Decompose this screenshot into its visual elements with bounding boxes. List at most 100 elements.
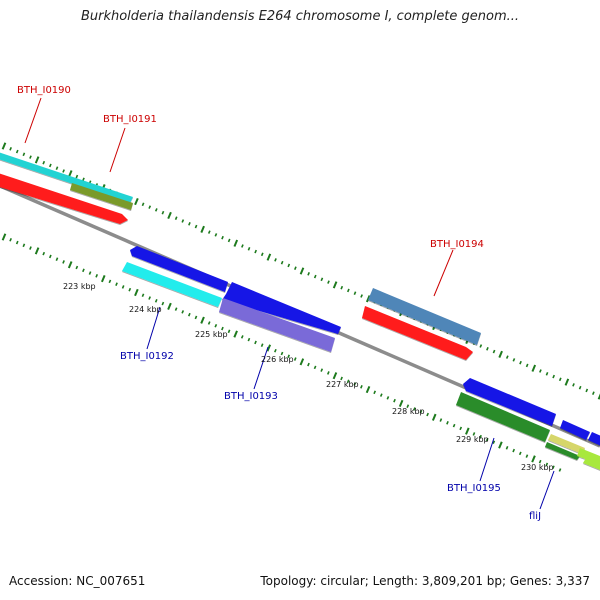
inner-tick-mark: [431, 413, 437, 421]
inner-tick-mark: [419, 409, 423, 414]
gene-green-small[interactable]: [545, 442, 580, 460]
inner-tick-mark: [512, 448, 516, 453]
outer-tick-mark: [519, 360, 522, 365]
inner-tick-mark: [260, 343, 264, 347]
gene-label-bth-i0195[interactable]: BTH_I0195: [447, 483, 501, 494]
gene-red-right[interactable]: [362, 306, 473, 360]
inner-tick-mark: [254, 340, 257, 345]
gene-cyan-bth-i0190[interactable]: [0, 146, 133, 203]
inner-tick-mark: [194, 315, 198, 320]
gene-blue-4[interactable]: [560, 420, 590, 440]
gene-violet-bth-i0193[interactable]: [219, 298, 335, 352]
inner-tick-mark: [313, 365, 317, 370]
inner-tick-mark: [393, 398, 396, 403]
outer-tick-mark: [181, 219, 185, 223]
outer-tick-mark: [55, 166, 59, 171]
gene-lightblue-bth-i0194[interactable]: [368, 288, 481, 345]
inner-tick-mark: [200, 316, 205, 324]
outer-tick-mark: [48, 163, 52, 168]
outer-tick-mark: [592, 391, 595, 396]
gene-green-bth-i0195[interactable]: [456, 392, 550, 442]
inner-tick-mark: [353, 382, 357, 386]
inner-tick-mark: [446, 421, 449, 425]
outer-tick-mark: [247, 246, 251, 251]
leader-bth-i0194: [433, 249, 454, 297]
gene-label-bth-i0194[interactable]: BTH_I0194: [430, 239, 484, 250]
outer-tick-mark: [82, 177, 85, 182]
inner-tick-mark: [82, 268, 85, 273]
gene-lime-2[interactable]: [583, 458, 600, 474]
inner-tick-mark: [9, 237, 12, 242]
topology-summary: Topology: circular; Length: 3,809,201 bp…: [260, 574, 590, 588]
inner-tick-mark: [128, 287, 132, 292]
inner-tick-mark: [365, 385, 371, 394]
outer-tick-mark: [320, 277, 324, 282]
inner-tick-mark: [121, 285, 125, 289]
outer-tick-mark: [327, 280, 330, 284]
inner-tick-mark: [287, 354, 290, 359]
inner-tick-mark: [479, 434, 482, 439]
outer-tick-mark: [525, 363, 529, 368]
gene-yellow-fliJ[interactable]: [548, 434, 585, 454]
gene-label-bth-i0193[interactable]: BTH_I0193: [224, 391, 278, 402]
inner-tick-mark: [167, 302, 172, 310]
inner-tick-mark: [465, 427, 470, 435]
outer-tick-mark: [42, 160, 46, 165]
outer-tick-mark: [340, 285, 344, 290]
outer-tick-mark: [307, 271, 310, 276]
label-leaders: [24, 97, 555, 510]
inner-tick-mark: [141, 293, 145, 298]
inner-tick-mark: [15, 240, 19, 245]
gene-label-bth-i0192[interactable]: BTH_I0192: [120, 351, 174, 362]
inner-tick-mark: [95, 274, 99, 278]
gene-blue-2[interactable]: [222, 282, 341, 334]
gene-blue-3[interactable]: [463, 378, 556, 426]
inner-tick-mark: [75, 265, 79, 270]
gene-features[interactable]: [0, 146, 600, 474]
outer-tick-mark: [167, 211, 172, 220]
outer-tick-mark: [241, 244, 244, 248]
outer-tick-mark: [280, 260, 284, 265]
inner-tick-mark: [101, 274, 106, 283]
gene-cyan-bth-i0192[interactable]: [122, 262, 222, 307]
inner-tick-mark: [492, 440, 496, 445]
gene-label-bth-i0191[interactable]: BTH_I0191: [103, 114, 157, 125]
inner-tick-mark: [538, 459, 542, 464]
gene-label-flij[interactable]: fliJ: [529, 511, 541, 522]
outer-tick-mark: [539, 369, 542, 373]
inner-tick-mark: [181, 310, 185, 314]
tick-label-227: 227 kbp: [326, 380, 359, 389]
tick-label-223: 223 kbp: [63, 282, 96, 291]
inner-tick-mark: [174, 307, 178, 311]
outer-tick-mark: [22, 152, 26, 157]
outer-tick-mark: [332, 281, 338, 289]
gene-blue-5[interactable]: [588, 432, 600, 450]
outer-tick-mark: [486, 346, 489, 351]
inner-tick-mark: [266, 344, 272, 352]
gene-red-upper-left[interactable]: [0, 167, 128, 224]
inner-tick-mark: [439, 418, 443, 422]
gene-label-bth-i0190[interactable]: BTH_I0190: [17, 85, 71, 96]
inner-tick-mark: [1, 233, 7, 241]
gene-olive-bth-i0191[interactable]: [70, 183, 133, 210]
tick-label-224: 224 kbp: [129, 305, 162, 314]
outer-tick-mark: [274, 258, 277, 262]
outer-tick-mark: [360, 294, 363, 298]
inner-tick-mark: [233, 330, 238, 338]
outer-tick-mark: [558, 377, 562, 382]
leader-flij: [539, 470, 555, 510]
gene-lime-1[interactable]: [577, 448, 600, 468]
gene-blue-1[interactable]: [130, 246, 228, 292]
inner-tick-mark: [88, 271, 92, 275]
inner-tick-mark: [29, 246, 32, 250]
outer-tick-mark: [552, 374, 556, 379]
leader-bth-i0193: [253, 346, 269, 390]
outer-tick-mark: [233, 239, 239, 247]
outer-tick-mark: [353, 291, 357, 296]
outer-tick-mark: [29, 155, 32, 159]
inner-tick-mark: [227, 329, 231, 334]
inner-tick-mark: [332, 372, 338, 380]
outer-tick-mark: [174, 216, 178, 221]
inner-tick-mark: [472, 432, 476, 436]
